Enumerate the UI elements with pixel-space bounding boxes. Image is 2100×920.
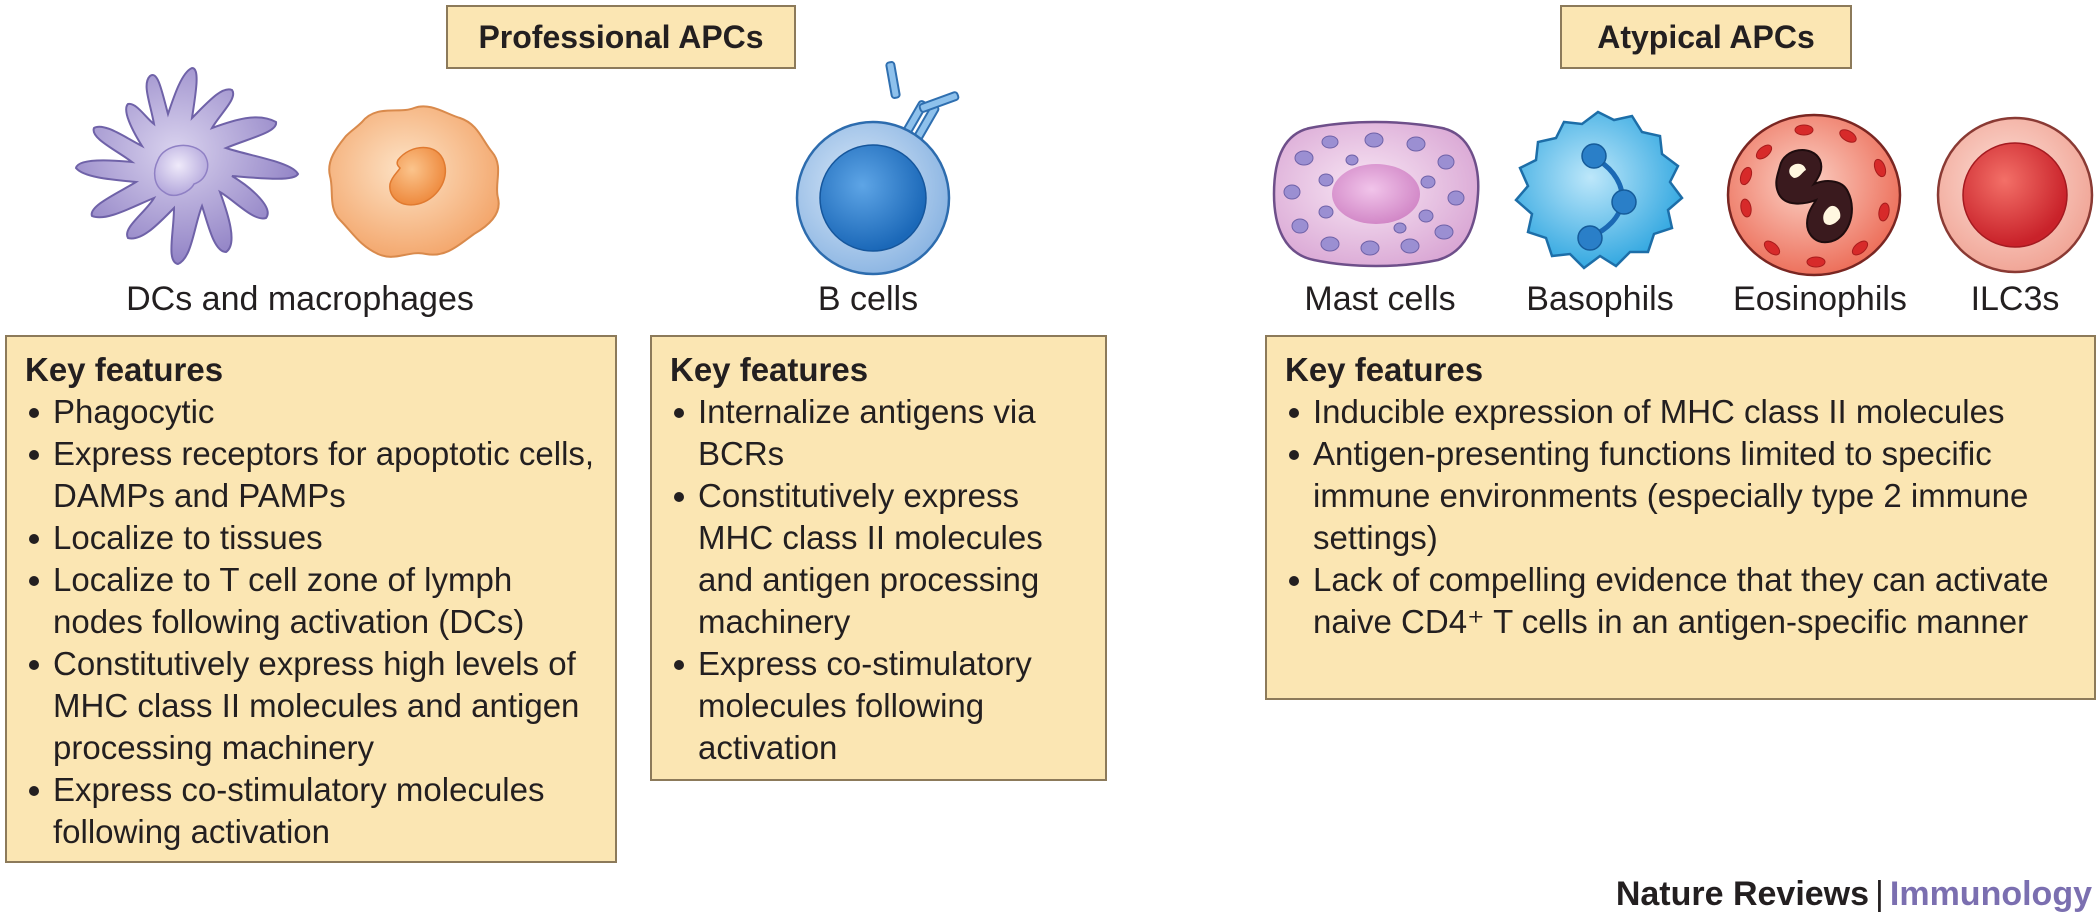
mast-cells-label: Mast cells [1304,280,1456,318]
ilc3s-label: ILC3s [1970,280,2060,318]
list-item: Localize to T cell zone of lymph nodes f… [25,559,597,643]
list-item: Localize to tissues [25,517,597,559]
basophils-label: Basophils [1526,280,1674,318]
professional-apcs-header: Professional APCs [446,5,796,69]
list-item: Lack of compelling evidence that they ca… [1285,559,2076,643]
atypical-apcs-header: Atypical APCs [1560,5,1852,69]
journal-name: Nature Reviews [1615,875,1870,913]
list-item: Express co-stimulatory molecules followi… [670,643,1087,769]
list-item: Inducible expression of MHC class II mol… [1285,391,2076,433]
eosinophils-label: Eosinophils [1733,280,1907,318]
ilc3-icon [1936,116,2094,274]
list-item: Constitutively express MHC class II mole… [670,475,1087,643]
b-cell-icon [795,61,960,276]
eosinophil-icon [1726,113,1902,277]
atypical-key-features-title: Key features [1285,351,1484,388]
dcs-macrophages-label: DCs and macrophages [126,280,474,318]
list-item: Phagocytic [25,391,597,433]
list-item: Antigen-presenting functions limited to … [1285,433,2076,559]
credit-separator: | [1875,875,1884,913]
bcells-key-features-title: Key features [670,351,869,388]
atypical-key-features-box: Key features Inducible expression of MHC… [1265,335,2096,700]
b-cells-label: B cells [817,280,919,318]
list-item: Internalize antigens via BCRs [670,391,1087,475]
list-item: Express co-stimulatory molecules followi… [25,769,597,853]
dendritic-cell-icon [74,66,300,266]
bcells-feature-list: Internalize antigens via BCRs Constituti… [670,391,1087,769]
journal-subject: Immunology [1889,875,2092,913]
basophil-icon [1514,110,1684,270]
dcs-feature-list: Phagocytic Express receptors for apoptot… [25,391,597,853]
journal-credit: Nature Reviews|Immunology [1616,875,2092,914]
list-item: Constitutively express high levels of MH… [25,643,597,769]
mast-cell-icon [1272,120,1480,268]
dcs-key-features-box: Key features Phagocytic Express receptor… [5,335,617,863]
macrophage-icon [328,105,500,258]
atypical-feature-list: Inducible expression of MHC class II mol… [1285,391,2076,643]
dcs-key-features-title: Key features [25,351,224,388]
list-item: Express receptors for apoptotic cells, D… [25,433,597,517]
bcells-key-features-box: Key features Internalize antigens via BC… [650,335,1107,781]
